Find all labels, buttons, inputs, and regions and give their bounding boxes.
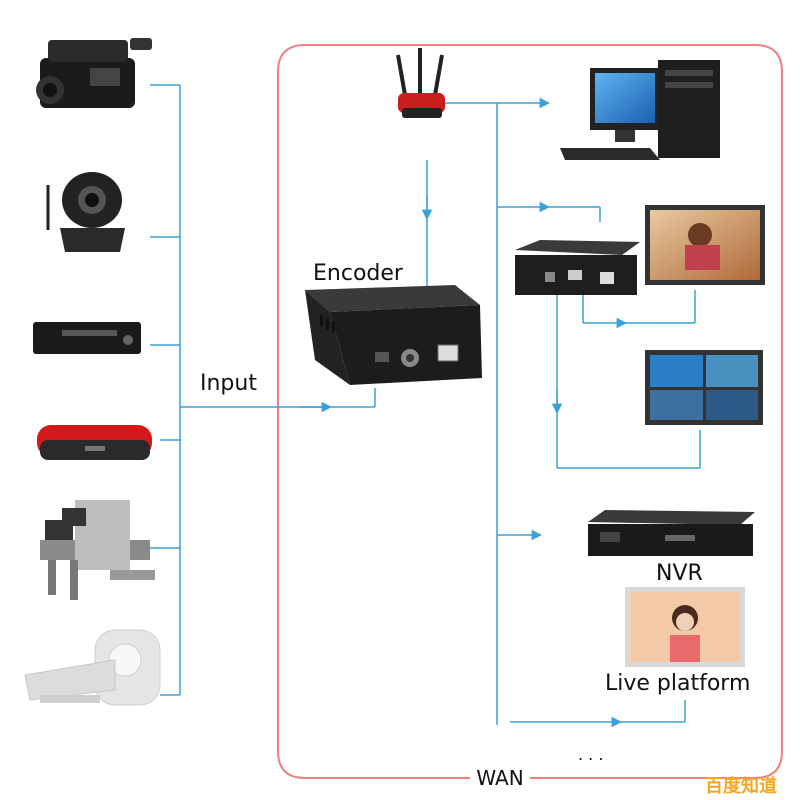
encoder-device-icon — [305, 285, 482, 385]
video-camera-icon — [36, 38, 152, 108]
set-top-box-icon — [37, 425, 152, 460]
nvr-label: NVR — [656, 561, 703, 586]
ip-camera-icon — [46, 172, 125, 252]
video-wall-icon — [645, 350, 763, 425]
xray-scanner-icon — [40, 500, 155, 600]
input-label: Input — [200, 371, 257, 396]
ct-scanner-icon — [24, 629, 161, 706]
tv-display-icon — [645, 205, 765, 285]
decoder-box-icon — [515, 240, 640, 295]
watermark-logo: 百度知道 — [705, 775, 777, 797]
desktop-pc-icon — [560, 60, 720, 160]
live-platform-label: Live platform — [605, 671, 750, 696]
router-icon — [396, 48, 445, 118]
live-platform-screen-icon — [625, 587, 745, 667]
wan-boundary — [277, 44, 783, 779]
wan-distribution-lines — [445, 97, 701, 728]
nvr-device-icon — [588, 510, 755, 556]
wan-label: WAN — [476, 766, 523, 790]
more-devices-ellipsis: . . . — [578, 745, 603, 764]
dvd-player-icon — [33, 322, 141, 354]
input-connection-lines — [150, 84, 376, 696]
encoder-label: Encoder — [313, 261, 404, 286]
